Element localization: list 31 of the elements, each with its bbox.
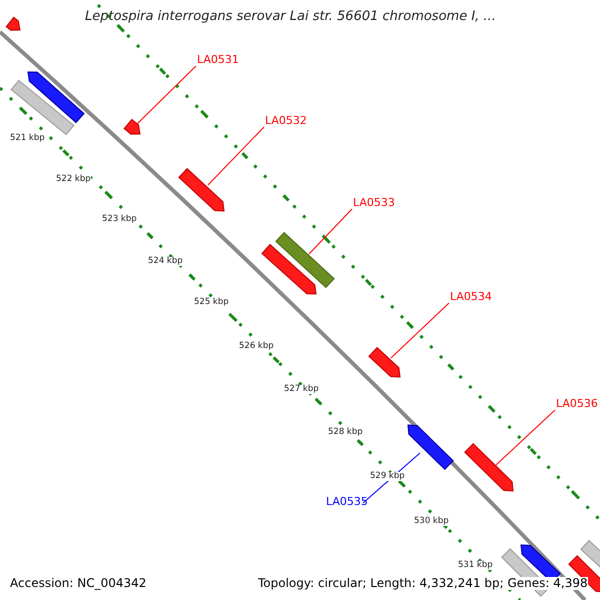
leader-line: [496, 410, 556, 466]
gene-arrow: [407, 424, 454, 470]
scale-label: 522 kbp: [56, 175, 91, 184]
gene-label: LA0535: [326, 496, 368, 508]
scale-label: 528 kbp: [328, 428, 363, 438]
gene-label: LA0533: [353, 197, 395, 210]
scale-label: 527 kbp: [284, 385, 319, 394]
scale-label: 529 kbp: [370, 472, 405, 482]
leader-line: [208, 126, 264, 186]
scale-label: 525 kbp: [194, 298, 229, 308]
gene-label: LA0532: [265, 115, 307, 128]
gene-arrow: [178, 168, 225, 212]
map-title: Leptospira interrogans serovar Lai str. 56601 chromosome I, ...: [85, 10, 496, 24]
gene-arrow: [368, 346, 401, 378]
leader-line: [308, 208, 352, 254]
gene-label: LA0531: [197, 54, 239, 66]
leader-line: [390, 302, 450, 358]
gene-label: LA0536: [556, 398, 598, 410]
gene-arrow: [124, 118, 141, 135]
gene-label: LA0534: [450, 291, 492, 304]
leader-line: [136, 66, 196, 124]
scale-label: 523 kbp: [102, 215, 137, 224]
scale-label: 524 kbp: [148, 257, 183, 266]
gene-arrow: [464, 443, 514, 492]
gene-arrow: [275, 232, 335, 288]
scale-label: 531 kbp: [458, 561, 493, 570]
accession-label: Accession: NC_004342: [10, 577, 146, 590]
scale-label: 530 kbp: [414, 517, 449, 526]
scale-label: 526 kbp: [239, 342, 274, 352]
genome-summary: Topology: circular; Length: 4,332,241 bp; Genes: 4,398: [258, 577, 588, 590]
scale-label: 521 kbp: [10, 134, 45, 144]
